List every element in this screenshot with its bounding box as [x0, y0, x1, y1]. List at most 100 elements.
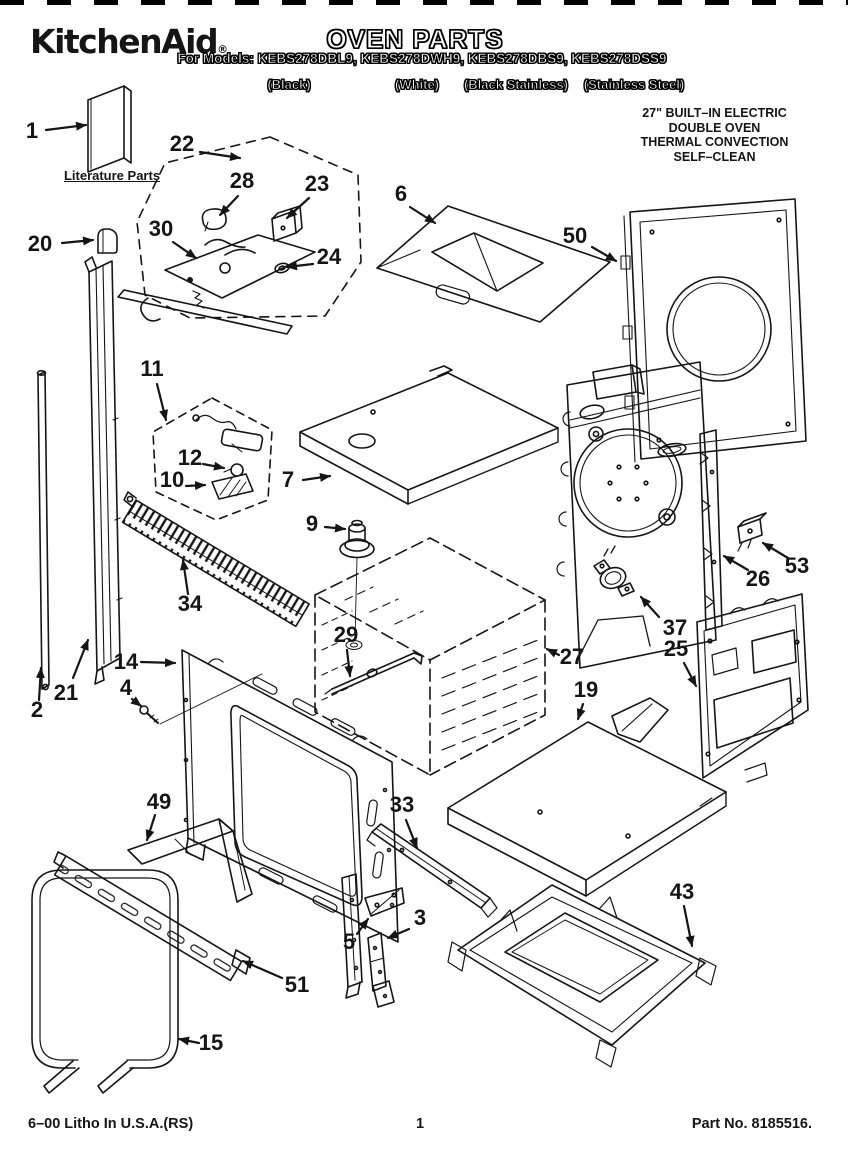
svg-text:23: 23: [305, 171, 329, 196]
svg-text:14: 14: [114, 649, 139, 674]
callout-33: 33: [390, 792, 419, 850]
svg-text:51: 51: [285, 972, 309, 997]
callout-12: 12: [178, 445, 226, 471]
part-door-latch-assembly-30: [117, 234, 316, 335]
callout-23: 23: [285, 171, 329, 220]
svg-text:22: 22: [170, 131, 194, 156]
callout-50: 50: [563, 223, 618, 263]
callout-28: 28: [218, 168, 254, 217]
part-support-bracket-3: [367, 932, 395, 1008]
callout-53: 53: [761, 541, 809, 578]
literature-parts-label: Literature Parts: [63, 168, 161, 183]
svg-text:43: 43: [670, 879, 694, 904]
finish-label-white: (White): [394, 77, 440, 93]
callout-20: 20: [28, 231, 95, 256]
svg-text:9: 9: [306, 511, 318, 536]
part-oven-back-liner: [556, 361, 717, 669]
svg-text:30: 30: [149, 216, 173, 241]
callout-9: 9: [306, 511, 347, 536]
oven-description: 27" BUILT–IN ELECTRIC DOUBLE OVEN THERMA…: [612, 106, 817, 164]
description-line: SELF–CLEAN: [673, 149, 756, 164]
part-oven-lamp-assembly: [192, 414, 264, 453]
callout-15: 15: [177, 1030, 223, 1055]
part-lamp-bulb-12: [223, 463, 244, 477]
callout-30: 30: [149, 216, 198, 260]
part-literature-booklet: [87, 85, 132, 173]
svg-text:25: 25: [664, 636, 688, 661]
part-latch-region-boundary-22: [136, 136, 362, 319]
svg-text:12: 12: [178, 445, 202, 470]
callout-6: 6: [395, 181, 437, 225]
svg-text:5: 5: [343, 929, 355, 954]
svg-text:53: 53: [785, 553, 809, 578]
svg-text:6: 6: [395, 181, 407, 206]
part-bottom-pan-43: [447, 884, 717, 1068]
callout-34: 34: [178, 558, 203, 616]
svg-text:15: 15: [199, 1030, 223, 1055]
callout-14: 14: [114, 649, 177, 674]
part-top-panel-7: [299, 365, 559, 505]
svg-text:37: 37: [663, 615, 687, 640]
part-latch-switch-23: [271, 205, 303, 242]
part-broil-element-29: [324, 652, 423, 695]
part-number: Part No. 8185516.: [691, 1116, 812, 1132]
svg-text:49: 49: [147, 789, 171, 814]
description-line: 27" BUILT–IN ELECTRIC: [642, 106, 787, 120]
scan-artifact-strip: [0, 0, 848, 5]
part-side-trim-strip-21: [84, 256, 123, 685]
callout-1: 1: [26, 118, 88, 143]
callout-7: 7: [282, 467, 332, 492]
svg-text:7: 7: [282, 467, 294, 492]
callout-24: 24: [285, 244, 342, 271]
svg-text:20: 20: [28, 231, 52, 256]
brand-name: KitchenAid: [30, 22, 219, 61]
callout-2: 2: [31, 666, 45, 722]
part-side-trim-rod-2: [36, 369, 50, 691]
finish-label-stainless-steel: (Stainless Steel): [583, 77, 685, 93]
callout-49: 49: [145, 789, 171, 842]
svg-text:50: 50: [563, 223, 587, 248]
part-support-rail-49: [127, 818, 253, 903]
svg-text:33: 33: [390, 792, 414, 817]
callout-4: 4: [120, 675, 143, 708]
brand-logo: KitchenAid®: [30, 22, 228, 61]
part-thermal-limiter-37: [593, 545, 635, 597]
part-rear-panel-50: [620, 198, 807, 463]
part-shelf-bracket-5: [364, 887, 405, 917]
part-rear-access-panel-25: [696, 593, 809, 783]
callout-10: 10: [160, 467, 207, 492]
callout-43: 43: [670, 879, 695, 948]
callout-5: 5: [343, 917, 370, 954]
part-insulation-retainer-26: [699, 429, 723, 631]
part-heat-deflector-6: [376, 205, 611, 323]
callout-37: 37: [639, 595, 687, 640]
svg-text:28: 28: [230, 168, 254, 193]
svg-text:19: 19: [574, 677, 598, 702]
svg-text:11: 11: [140, 356, 163, 381]
part-oven-cavity-27: [314, 537, 546, 776]
part-vent-grommet-9: [339, 519, 375, 651]
svg-text:26: 26: [746, 566, 770, 591]
svg-text:24: 24: [317, 244, 342, 269]
part-oven-shelf-19: [447, 697, 727, 897]
description-line: DOUBLE OVEN: [668, 120, 761, 135]
callout-27: 27: [545, 644, 584, 669]
part-vent-grille-34: [121, 491, 310, 628]
part-door-gasket-15: [31, 869, 179, 1094]
page-title: OVEN PARTS: [326, 23, 504, 54]
svg-text:3: 3: [414, 905, 426, 930]
part-screw-4: [139, 673, 263, 725]
svg-text:4: 4: [120, 675, 133, 700]
callout-11: 11: [140, 356, 168, 422]
registered-mark-icon: ®: [217, 43, 229, 56]
svg-text:10: 10: [160, 467, 184, 492]
part-latch-cam-bracket-28: [201, 208, 227, 232]
callout-25: 25: [664, 636, 698, 688]
svg-text:2: 2: [31, 697, 43, 722]
models-line: For Models: KEBS278DBL9, KEBS278DWH9, KE…: [177, 51, 667, 67]
part-side-rail-33: [366, 823, 498, 918]
svg-text:27: 27: [560, 644, 584, 669]
part-terminal-clip-53: [737, 512, 767, 552]
